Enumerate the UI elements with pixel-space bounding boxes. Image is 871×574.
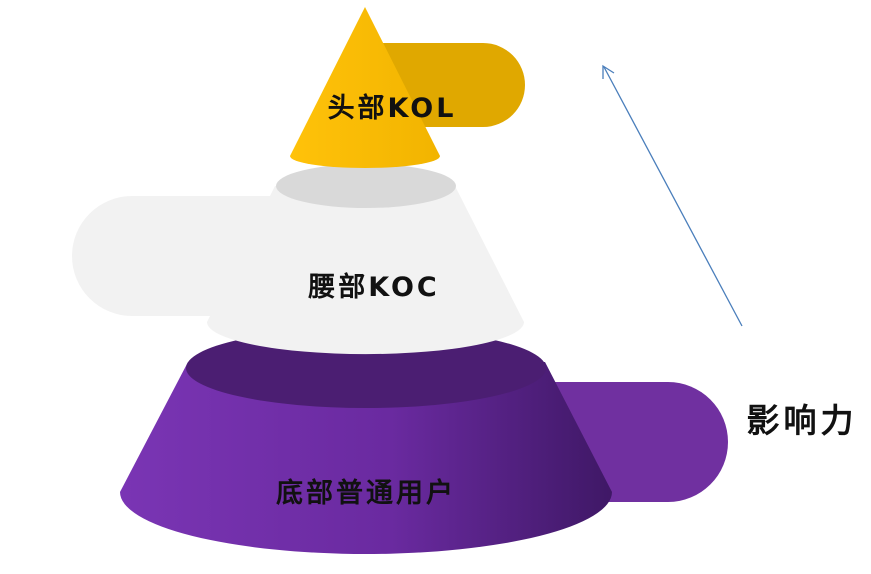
middle-tier-top-face xyxy=(276,164,456,208)
bottom-tier-label: 底部普通用户 xyxy=(276,477,456,509)
top-tier-label: 头部KOL xyxy=(328,92,457,124)
middle-tier-body xyxy=(207,186,524,355)
middle-tier-label: 腰部KOC xyxy=(307,271,439,303)
influence-arrow-line xyxy=(603,66,743,327)
top-tier-cone xyxy=(290,7,440,168)
bottom-tier-body xyxy=(120,362,612,554)
influence-arrow-head xyxy=(602,64,615,79)
influence-axis-label: 影响力 xyxy=(747,401,858,440)
